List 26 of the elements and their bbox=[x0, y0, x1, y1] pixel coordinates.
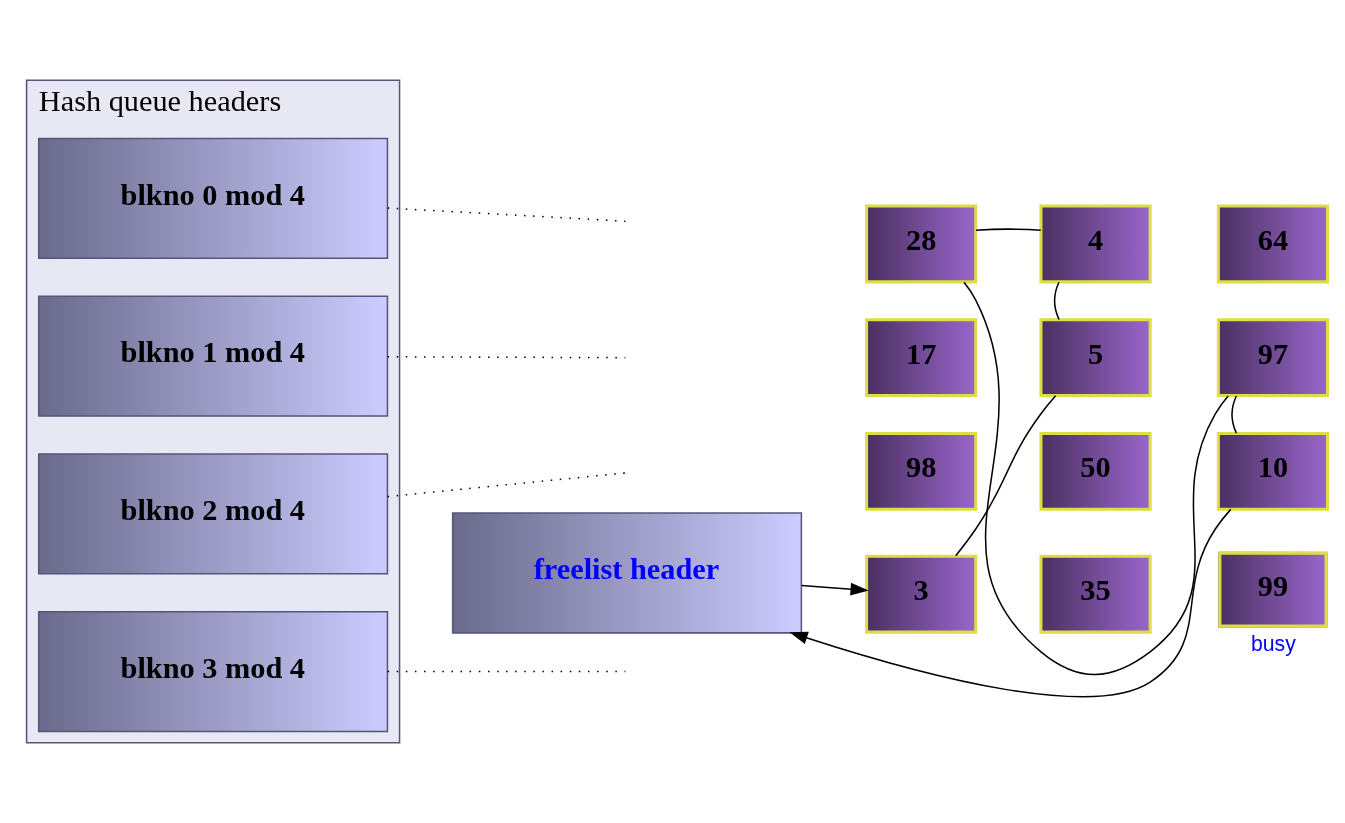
connector bbox=[386, 207, 627, 222]
connector bbox=[1053, 281, 1060, 321]
node-box: 10 bbox=[1216, 431, 1330, 511]
arrow bbox=[800, 582, 869, 596]
node-box: blkno 2 mod 4 bbox=[37, 453, 389, 575]
node-box: blkno 3 mod 4 bbox=[37, 610, 389, 733]
node-box: 5 bbox=[1039, 318, 1152, 398]
connector bbox=[955, 395, 1057, 557]
connector bbox=[1231, 395, 1238, 434]
node-box: 3 bbox=[865, 554, 978, 634]
node-box: 35 bbox=[1039, 554, 1152, 634]
node-box: 4 bbox=[1039, 204, 1152, 284]
node-box: 98 bbox=[865, 431, 978, 511]
node-box: blkno 1 mod 4 bbox=[37, 295, 389, 417]
connector bbox=[963, 281, 1229, 676]
node-box: 50 bbox=[1039, 431, 1152, 511]
connector bbox=[975, 228, 1042, 231]
node-box: blkno 0 mod 4 bbox=[37, 137, 389, 260]
node-box: 64 bbox=[1216, 204, 1330, 284]
node-box: 28 bbox=[865, 204, 978, 284]
connector bbox=[386, 472, 627, 498]
node-box: 17 bbox=[865, 318, 978, 398]
node-label: busy bbox=[1250, 631, 1296, 655]
node-box: freelist header bbox=[451, 512, 803, 634]
node-box: 97 bbox=[1216, 318, 1330, 398]
arrow bbox=[789, 508, 1232, 698]
